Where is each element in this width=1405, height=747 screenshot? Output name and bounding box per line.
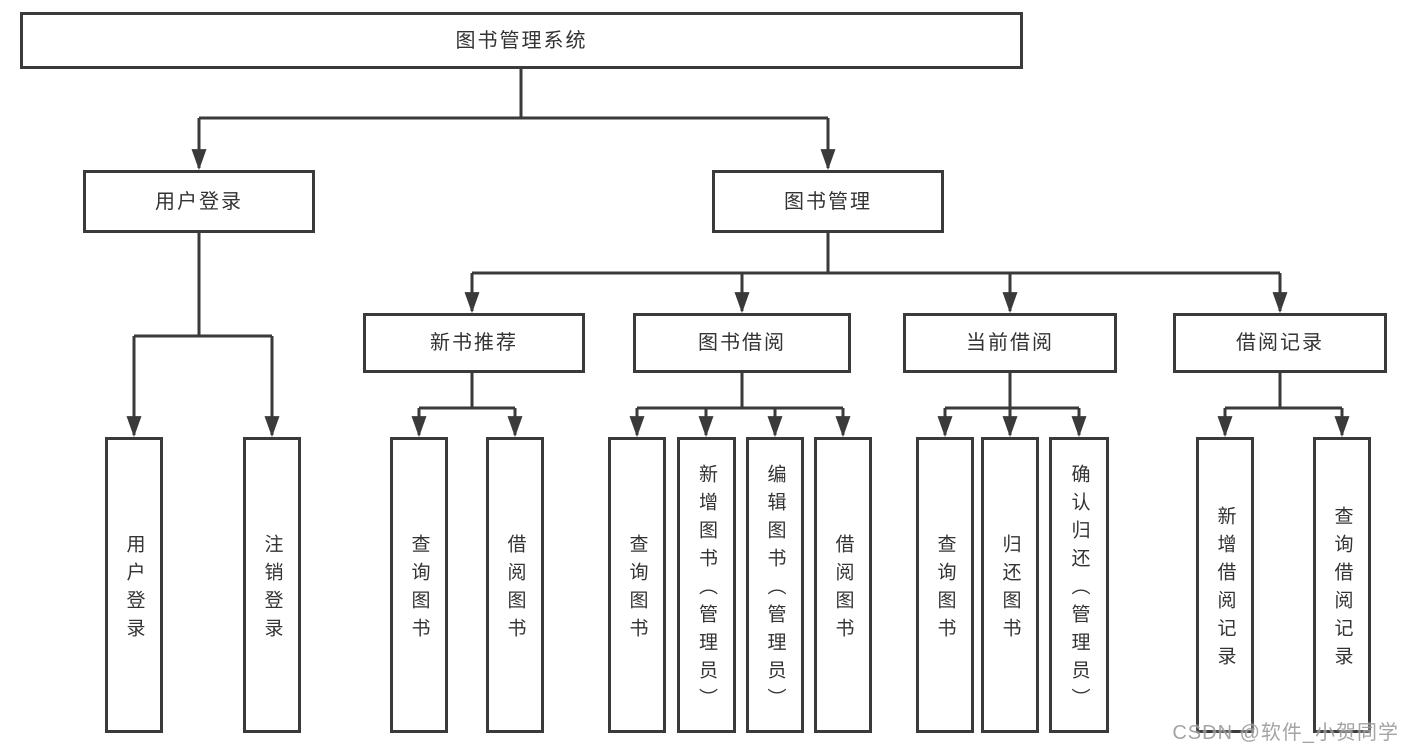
node-label: 当前借阅 — [966, 332, 1054, 354]
leaf-label: 查询图书 — [626, 533, 648, 646]
leaf-user-login: 用户登录 — [105, 437, 163, 733]
leaf-label: 查询图书 — [934, 533, 956, 646]
leaf-label: 归还图书 — [999, 533, 1021, 646]
csdn-watermark: CSDN @软件_小贺同学 — [1172, 722, 1399, 744]
leaf-query-books-borrow: 查询图书 — [608, 437, 666, 733]
node-label: 图书借阅 — [698, 332, 786, 354]
node-current-borrow: 当前借阅 — [903, 313, 1117, 373]
leaf-logout: 注销登录 — [243, 437, 301, 733]
leaf-label: 注销登录 — [261, 533, 283, 646]
node-label: 借阅记录 — [1236, 332, 1324, 354]
node-label: 新书推荐 — [430, 332, 518, 354]
node-book-borrow: 图书借阅 — [633, 313, 851, 373]
leaf-add-borrow-record: 新增借阅记录 — [1196, 437, 1254, 733]
leaf-confirm-return-admin: 确认归还（管理员） — [1049, 437, 1109, 733]
leaf-label: 用户登录 — [123, 533, 145, 646]
node-label: 图书管理 — [784, 190, 872, 213]
leaf-label: 借阅图书 — [832, 533, 854, 646]
leaf-borrow-books-recommend: 借阅图书 — [486, 437, 544, 733]
leaf-add-book-admin: 新增图书（管理员） — [677, 437, 736, 733]
node-label: 图书管理系统 — [455, 29, 588, 52]
leaf-borrow-books: 借阅图书 — [814, 437, 872, 733]
leaf-query-books-current: 查询图书 — [916, 437, 974, 733]
leaf-edit-book-admin: 编辑图书（管理员） — [746, 437, 804, 733]
leaf-query-borrow-record: 查询借阅记录 — [1313, 437, 1371, 733]
leaf-label: 编辑图书（管理员） — [764, 463, 786, 716]
leaf-query-books-recommend: 查询图书 — [390, 437, 448, 733]
leaf-label: 借阅图书 — [504, 533, 526, 646]
node-new-book-recommend: 新书推荐 — [363, 313, 585, 373]
leaf-return-book: 归还图书 — [981, 437, 1039, 733]
leaf-label: 查询借阅记录 — [1331, 505, 1353, 674]
node-label: 用户登录 — [155, 190, 243, 213]
leaf-label: 新增图书（管理员） — [696, 463, 717, 716]
node-user-login: 用户登录 — [83, 170, 315, 233]
leaf-label: 新增借阅记录 — [1214, 505, 1236, 674]
node-book-management: 图书管理 — [712, 170, 944, 233]
node-borrow-records: 借阅记录 — [1173, 313, 1387, 373]
node-root: 图书管理系统 — [20, 12, 1023, 69]
leaf-label: 查询图书 — [408, 533, 430, 646]
leaf-label: 确认归还（管理员） — [1068, 463, 1090, 716]
